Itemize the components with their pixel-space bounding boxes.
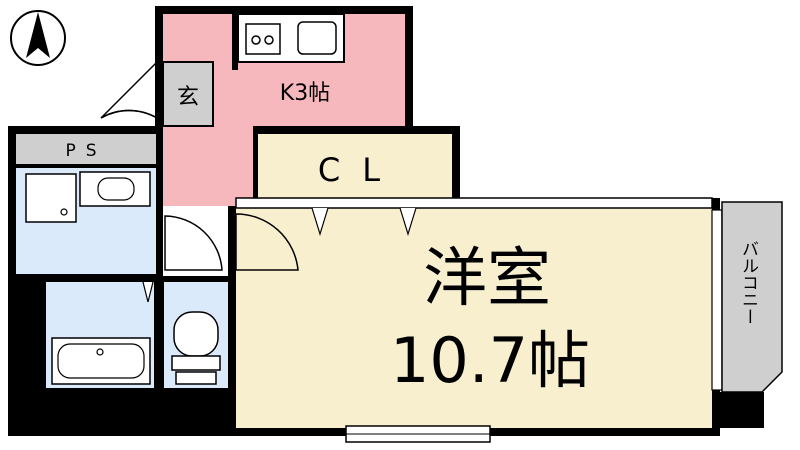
closet-door-right[interactable] [399, 207, 417, 237]
corridor-area [163, 206, 228, 276]
western-room-area [236, 206, 712, 428]
genkan-label: 玄 [177, 85, 199, 110]
north-arrow-icon [10, 10, 66, 66]
kitchen-corridor [163, 126, 253, 206]
closet-door-left[interactable] [311, 207, 329, 237]
laundry-pan-icon [25, 173, 77, 223]
washbasin-icon [79, 171, 151, 207]
western-room-title: 洋室 [423, 242, 551, 316]
genkan-area [162, 61, 214, 127]
window-right [711, 209, 723, 391]
balcony-area [721, 201, 783, 393]
entrance-door[interactable] [100, 60, 158, 120]
bathroom-door[interactable] [142, 281, 154, 303]
closet-label: CL [318, 151, 402, 189]
room-door[interactable] [235, 213, 299, 271]
closet-area [258, 134, 452, 198]
ps-area [16, 134, 156, 164]
wall-segment [232, 14, 238, 70]
western-room-size: 10.7帖 [390, 324, 590, 397]
bathtub-icon [51, 337, 151, 385]
toilet-door[interactable] [164, 215, 223, 271]
closet-door-rail [235, 197, 713, 209]
toilet-icon [171, 311, 221, 385]
balcony-label: バルコニー [738, 240, 758, 325]
ps-label: PS [65, 141, 106, 161]
kitchen-label: K3帖 [280, 81, 330, 106]
kitchen-counter [237, 13, 345, 63]
